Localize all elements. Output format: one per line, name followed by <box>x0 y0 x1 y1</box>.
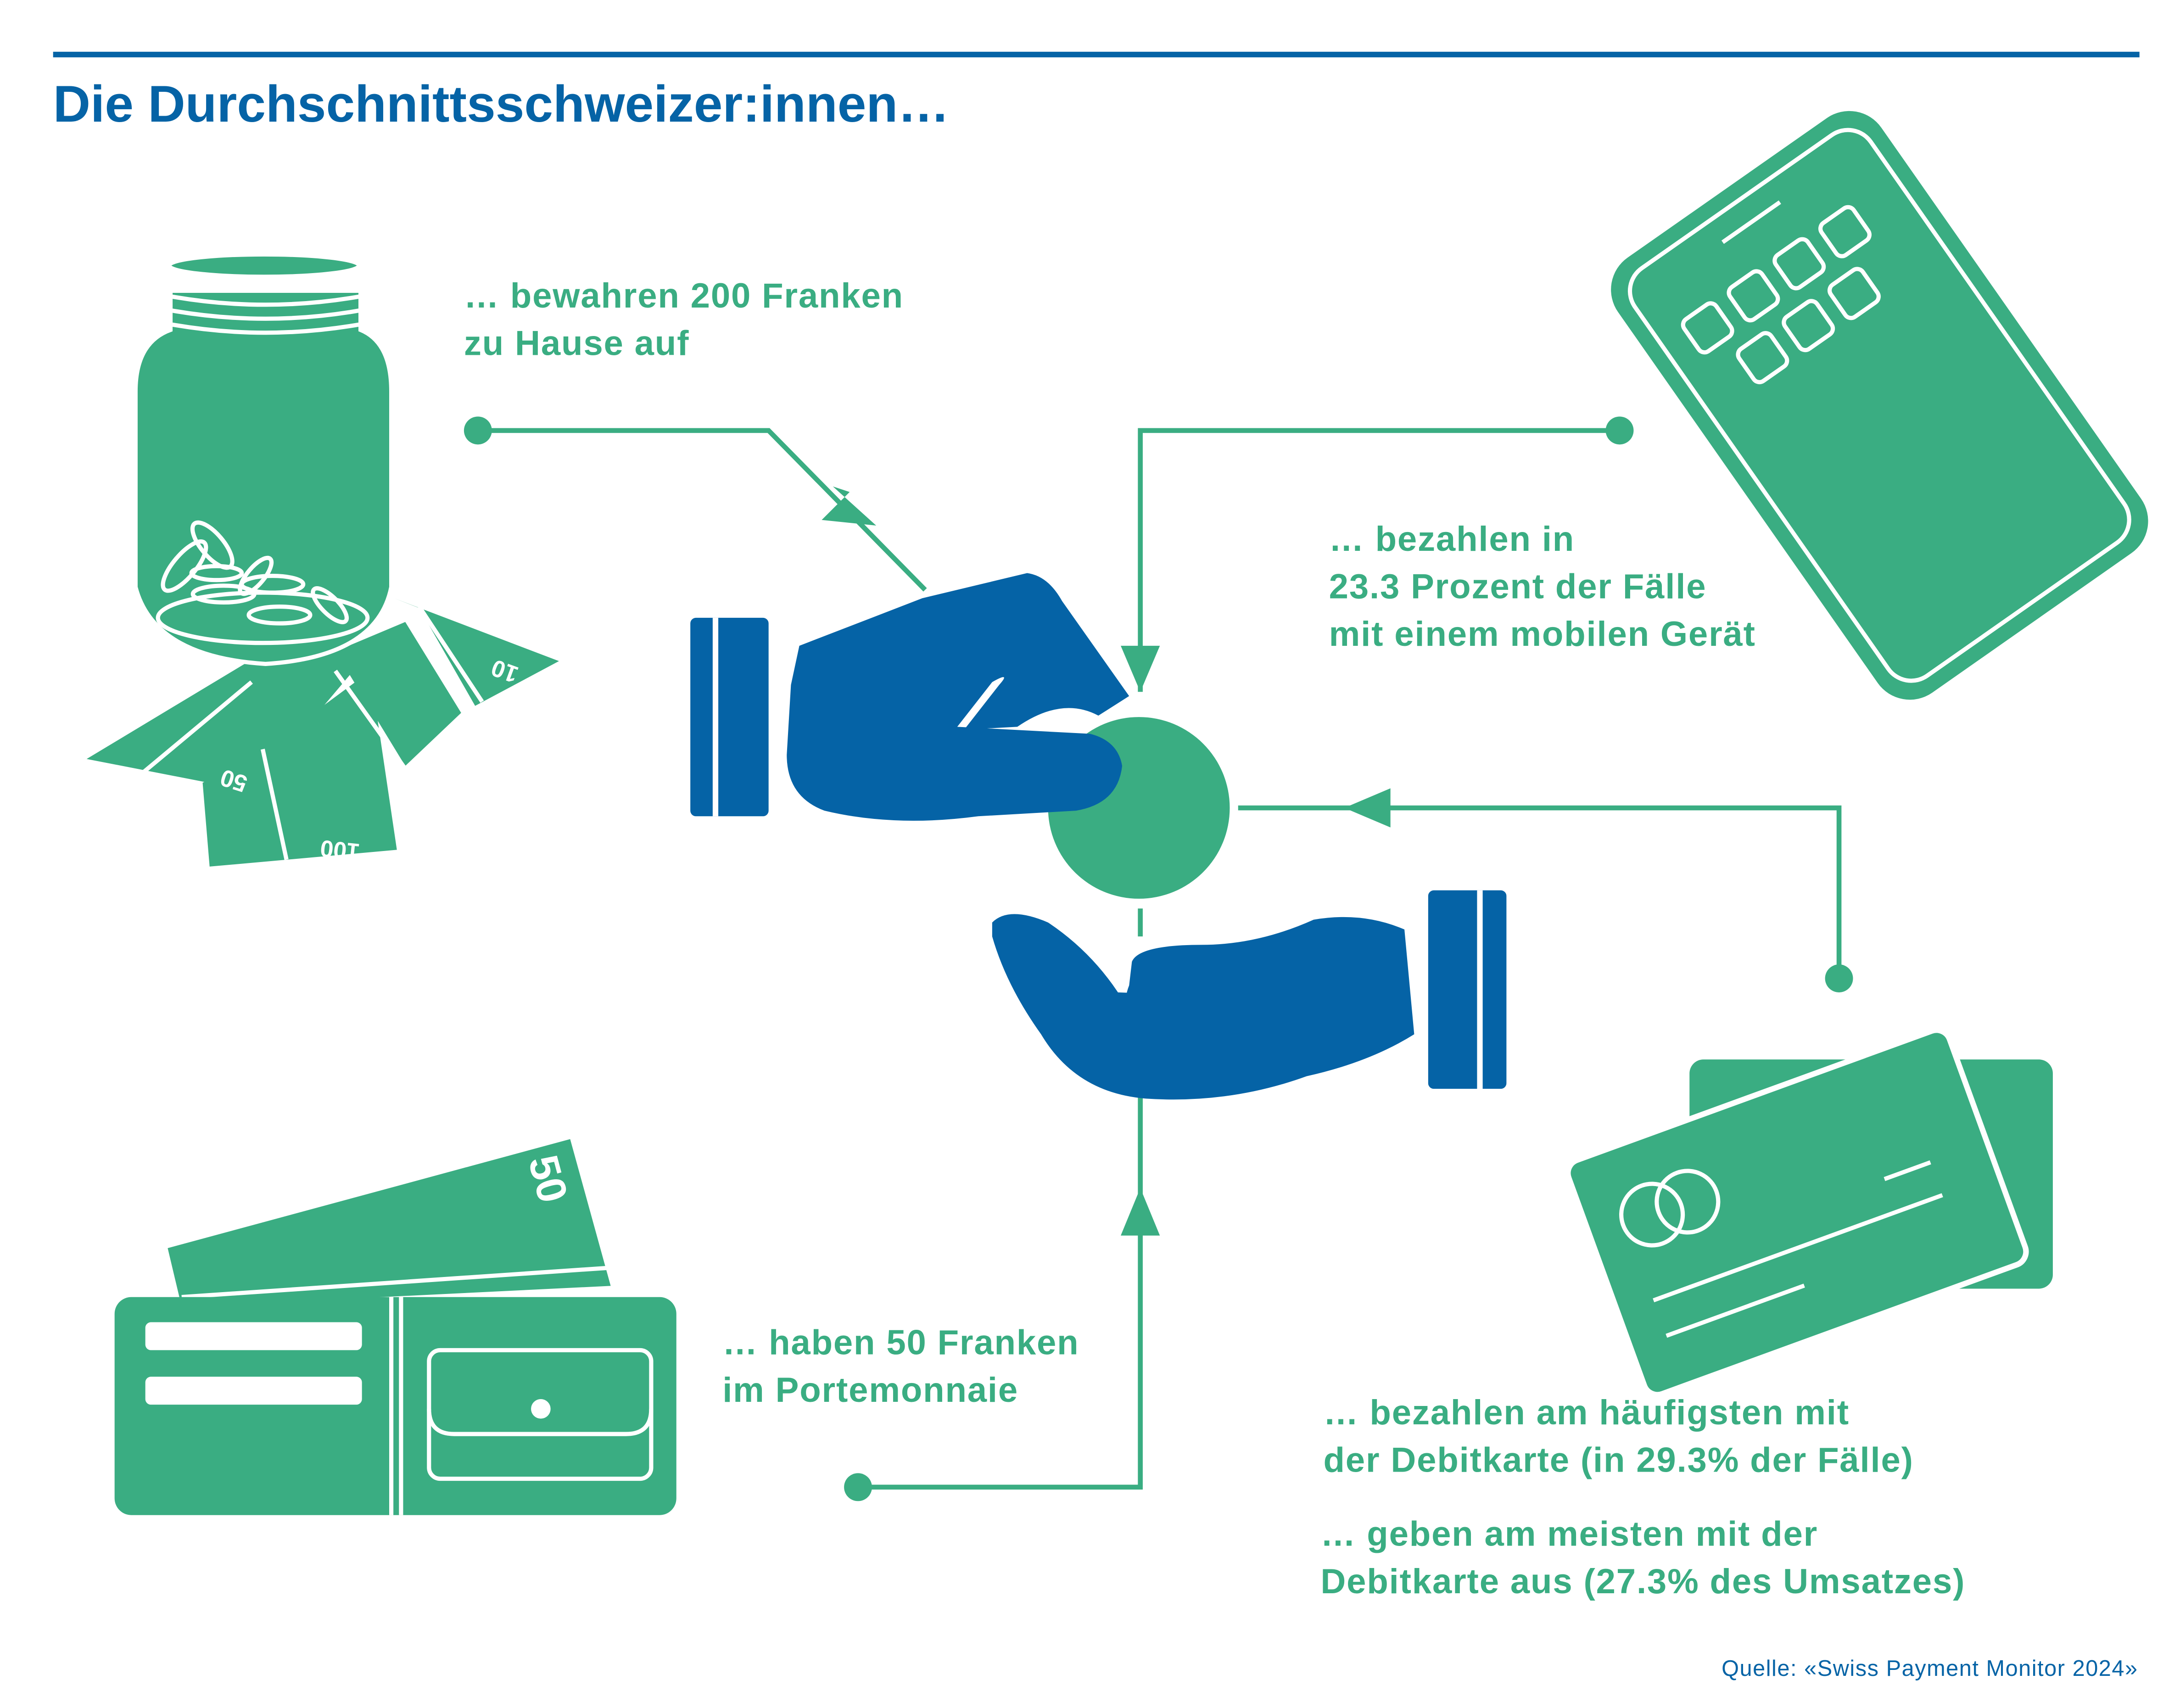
svg-text:Debitkarte aus (27.3% des Umsa: Debitkarte aus (27.3% des Umsatzes) <box>1320 1562 1965 1601</box>
svg-text:der Debitkarte (in 29.3% der F: der Debitkarte (in 29.3% der Fälle) <box>1323 1440 1913 1479</box>
source-note: Quelle: «Swiss Payment Monitor 2024» <box>1722 1656 2138 1681</box>
smartphone-icon <box>1611 111 2148 700</box>
top-rule <box>53 51 2140 57</box>
svg-text:23.3 Prozent der Fälle: 23.3 Prozent der Fälle <box>1329 567 1707 606</box>
giving-hand-icon <box>690 573 1129 821</box>
banknote-100-label: 100 <box>319 835 361 866</box>
fact-debit-volume: … geben am meisten mit der Debitkarte au… <box>1320 1515 1965 1602</box>
svg-text:im Portemonnaie: im Portemonnaie <box>722 1371 1018 1410</box>
connector-cash-home <box>464 416 927 592</box>
receiving-hand-icon <box>992 890 1507 1100</box>
svg-text:… bezahlen am häufigsten mit: … bezahlen am häufigsten mit <box>1323 1393 1849 1432</box>
connector-debit <box>1238 788 1853 992</box>
fact-wallet: … haben 50 Franken im Portemonnaie <box>722 1323 1079 1410</box>
fact-cash-home: … bewahren 200 Franken zu Hause auf <box>464 276 904 363</box>
debit-card-icon <box>1565 1027 2053 1398</box>
svg-text:… geben am meisten mit der: … geben am meisten mit der <box>1320 1515 1818 1554</box>
wallet-icon: 50 <box>114 1139 676 1515</box>
fact-debit-count: … bezahlen am häufigsten mit der Debitka… <box>1323 1393 1913 1480</box>
page-title: Die Durchschnittsschweizer:innen… <box>53 75 950 133</box>
svg-text:mit einem mobilen Gerät: mit einem mobilen Gerät <box>1329 615 1756 654</box>
svg-text:… bezahlen in: … bezahlen in <box>1329 520 1575 559</box>
connector-wallet <box>844 908 1160 1501</box>
svg-text:… bewahren 200 Franken: … bewahren 200 Franken <box>464 276 904 315</box>
banknote-20-label: 20 <box>458 729 491 762</box>
connector-mobile <box>1120 416 1634 692</box>
fact-mobile: … bezahlen in 23.3 Prozent der Fälle mit… <box>1329 520 1756 654</box>
svg-text:zu Hause auf: zu Hause auf <box>464 324 689 363</box>
money-jar-icon: 10 20 50 100 <box>86 252 559 867</box>
svg-text:… haben 50 Franken: … haben 50 Franken <box>722 1323 1079 1362</box>
